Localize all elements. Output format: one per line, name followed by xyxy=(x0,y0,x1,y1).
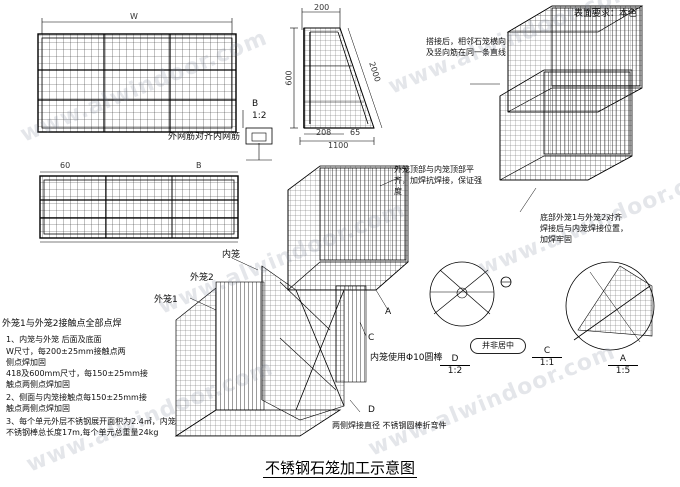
spec-line: 触点两侧点焊加固 xyxy=(6,380,70,389)
detail-b-scale: 1:2 xyxy=(252,111,267,121)
stacked-cages-iso xyxy=(470,5,644,213)
figure-caption: 不锈钢石笼加工示意图 xyxy=(0,458,680,478)
side-profile xyxy=(290,8,383,145)
scale-a: A 1:5 xyxy=(608,354,638,377)
dim-60: 60 xyxy=(60,161,71,170)
callout-d: D xyxy=(368,405,375,415)
spec-line: 2、侧面与内笼接触点每150±25mm接 xyxy=(6,393,147,402)
label-inner-cage: 内笼 xyxy=(222,250,241,260)
note-lap: 搭接后，相邻石笼横向及竖向筋在同一条直线 xyxy=(426,37,506,57)
surface-requirement: 表面要求：本色 xyxy=(574,9,638,19)
spec-line: 3、每个单元外层不锈钢展开面积为2.4㎡，内笼 xyxy=(6,417,176,426)
label-outer-1: 外笼1 xyxy=(154,295,178,305)
dim-w: W xyxy=(130,12,138,21)
detail-circle-c xyxy=(500,276,512,288)
callout-a: A xyxy=(385,307,392,317)
note-spot-weld: 外笼1与外笼2接触点全部点焊 xyxy=(2,319,122,329)
callout-c: C xyxy=(368,333,375,343)
scale-d: D 1:2 xyxy=(440,354,470,377)
note-inner-rod: 内笼使用Φ10圆棒 xyxy=(370,353,443,363)
scale-c: C 1:1 xyxy=(532,346,562,369)
scale-ratio: 1:2 xyxy=(440,365,470,377)
note-rod-bend: 两侧焊接直径 不锈钢圆棒折弯件 xyxy=(332,421,447,430)
scale-letter: A xyxy=(619,354,627,364)
exploded-cage xyxy=(174,257,367,437)
scale-ratio: 1:5 xyxy=(608,365,638,377)
spec-line: 不锈钢棒总长度17m,每个单元总重量24kg xyxy=(6,428,159,437)
note-bottom-align: 底部外笼1与外笼2对齐焊接后与内笼焊接位置，加焊牢固 xyxy=(540,213,628,244)
detail-b-small xyxy=(242,110,273,161)
detail-b-letter: B xyxy=(252,99,259,109)
detail-circle-d xyxy=(429,261,495,327)
scale-letter: D xyxy=(451,354,459,364)
spec-line: 侧点焊加固 xyxy=(6,358,46,367)
dim-1100: 1100 xyxy=(328,141,349,150)
dim-208: 208 xyxy=(316,128,332,137)
label-outer-2: 外笼2 xyxy=(190,273,214,283)
dim-b: B xyxy=(196,161,202,170)
scale-letter: C xyxy=(543,346,551,356)
single-cage-iso xyxy=(287,165,409,311)
figure-caption-text: 不锈钢石笼加工示意图 xyxy=(262,459,417,478)
dim-200: 200 xyxy=(314,3,330,12)
spec-line: 1、内笼与外笼 后面及底面 xyxy=(6,335,102,344)
dim-600: 600 xyxy=(284,70,294,86)
spec-line: 418及600mm尺寸，每150±25mm接 xyxy=(6,369,148,378)
spec-line: 触点两侧点焊加固 xyxy=(6,404,70,413)
front-elevation-mid xyxy=(39,171,239,243)
not-centered-badge: 并非居中 xyxy=(470,338,526,354)
note-outer-align: 外网筋对齐内网筋 xyxy=(168,132,241,142)
dim-65: 65 xyxy=(350,128,361,137)
spec-line: W尺寸，每200±25mm接触点两 xyxy=(6,347,126,356)
scale-ratio: 1:1 xyxy=(532,357,562,369)
front-elevation-top xyxy=(37,18,237,133)
note-top-flush: 外笼顶部与内笼顶部平齐，加焊抗焊接，保证强度 xyxy=(394,165,482,196)
detail-circle-a xyxy=(565,261,655,351)
